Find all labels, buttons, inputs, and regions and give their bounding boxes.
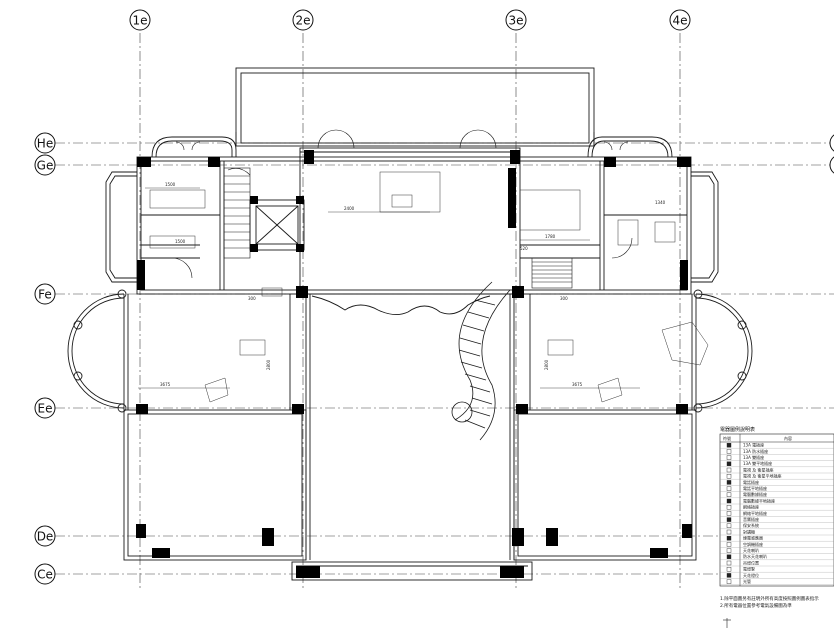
legend-symbol-icon [726,536,732,541]
legend-item-label: 煙霧感應器 [743,535,763,541]
grid-column-bubbles: 1e 2e 3e 4e [129,9,691,31]
legend-symbol-icon [726,474,732,479]
grid-bubble-3e: 3e [505,9,527,31]
dim-label: 520 [520,246,528,251]
dim-label: 1500 [165,182,176,187]
grid-bubbles-right-partial [829,134,834,174]
grid-label-He: He [37,137,53,151]
legend-symbol-icon [726,492,732,497]
legend-item-label: 電話插座 [743,479,759,485]
grid-label-2e: 2e [295,14,310,28]
legend-note-1: 1.除平面圖另有註明外所有高度按照圖例圖表指示 [720,595,819,602]
grid-label-1e: 1e [132,14,147,28]
legend-item-label: 保安系統 [743,522,759,528]
grid-bubble-De: De [34,525,56,547]
legend-col-desc: 內容 [784,435,792,441]
legend-item-label: 對講機 [743,528,755,534]
grid-label-De: De [37,530,54,544]
legend-symbol-icon [726,542,732,547]
legend-symbol-icon [726,480,732,485]
legend-item-label: 電燈掣 [743,566,755,572]
semicircular-bays [67,289,753,413]
legend-item-label: 光管 [743,578,751,584]
grid-bubble-4e: 4e [669,9,691,31]
legend-item-label: 13A 雙插座 [743,454,764,460]
legend-symbol-icon [726,523,732,528]
dim-label: 2400 [344,206,355,211]
grid-bubble-2e: 2e [292,9,314,31]
legend-symbol-icon [726,554,732,559]
grid-bubble-Fe: Fe [34,283,56,305]
straight-staircases [223,167,573,289]
legend-symbol-icon [726,498,732,504]
legend-item-label: 13A 電插座 [743,442,764,448]
legend-col-symbol: 符號 [723,435,731,441]
legend-item-label: 13A 防水插座 [743,448,768,454]
legend-item-label: 電話平地插座 [743,485,767,491]
legend-item-label: 電視 及 衛星插座 [743,466,774,472]
grid-bubble-He: He [34,132,56,154]
building-walls [105,67,719,581]
legend-note-2: 2.所有電器位置參考電氣設備圖為準 [720,602,792,609]
dim-label: 2800 [544,359,549,370]
legend-title: 電器圖例說明表 [720,426,755,433]
legend-item-label: 電腦數據平地插座 [743,497,775,503]
legend-item-label: 天花燈位 [743,572,759,578]
north-mark [723,618,731,628]
legend-item-label: 電腦數據插座 [743,491,767,497]
grid-bubble-1e: 1e [129,9,151,31]
legend-symbol-icon [726,511,732,516]
dimension-annotations: 2400 3675 3675 1780 1500 1500 300 300 52… [138,182,666,389]
legend-item-label: 網絡插座 [743,504,759,510]
legend-symbol-icon [726,486,732,491]
legend-item-label: 網絡平地插座 [743,510,767,516]
dim-label: 3675 [572,382,583,387]
dim-label: 1780 [545,234,556,239]
structural-columns [136,150,692,578]
dim-label: 300 [560,296,568,301]
legend-symbol-icon [726,449,732,454]
grid-label-Ee: Ee [38,402,53,416]
legend-item-label: 電視 及 衛星平地插座 [743,473,782,479]
grid-label-4e: 4e [672,14,687,28]
legend-symbol-icon [726,573,732,578]
legend-symbol-icon [726,505,732,510]
legend-symbol-icon [726,548,732,553]
grid-bubble-Ce: Ce [34,563,56,585]
grid-label-Ce: Ce [37,568,53,582]
legend-symbol-icon [726,567,732,572]
dim-label: 3675 [160,382,171,387]
grid-row-bubbles: He Ge Fe Ee De Ce [34,132,56,585]
legend-symbol-icon [726,529,732,535]
legend-symbol-icon [726,467,732,473]
grid-label-Ge: Ge [37,159,54,173]
dim-label: 2800 [266,359,271,370]
door-swings [171,129,633,279]
legend-item-label: 13A 雙平地插座 [743,460,772,466]
legend-symbol-icon [726,517,732,522]
grid-label-3e: 3e [508,14,523,28]
legend-item-label: 音響插座 [743,516,759,522]
legend-symbol-icon [726,461,732,466]
legend-item-label: 空調機插座 [743,541,763,547]
dim-label: 1500 [175,239,186,244]
grid-label-Fe: Fe [38,288,52,302]
spiral-staircase [451,281,511,441]
grid-bubble-Ge: Ge [34,154,56,176]
dim-label: 1340 [655,200,666,205]
legend-symbol-icon [726,560,732,566]
legend-item-label: 防水天花喇叭 [743,553,767,559]
grid-bubble-Ee: Ee [34,397,56,419]
legend-item-label: 吊燈位置 [743,559,759,565]
dim-label: 300 [248,296,256,301]
legend-symbol-icon [726,443,732,448]
legend-symbol-icon [726,455,732,460]
legend-item-label: 天花喇叭 [743,547,759,553]
legend-symbol-icon [726,579,732,584]
